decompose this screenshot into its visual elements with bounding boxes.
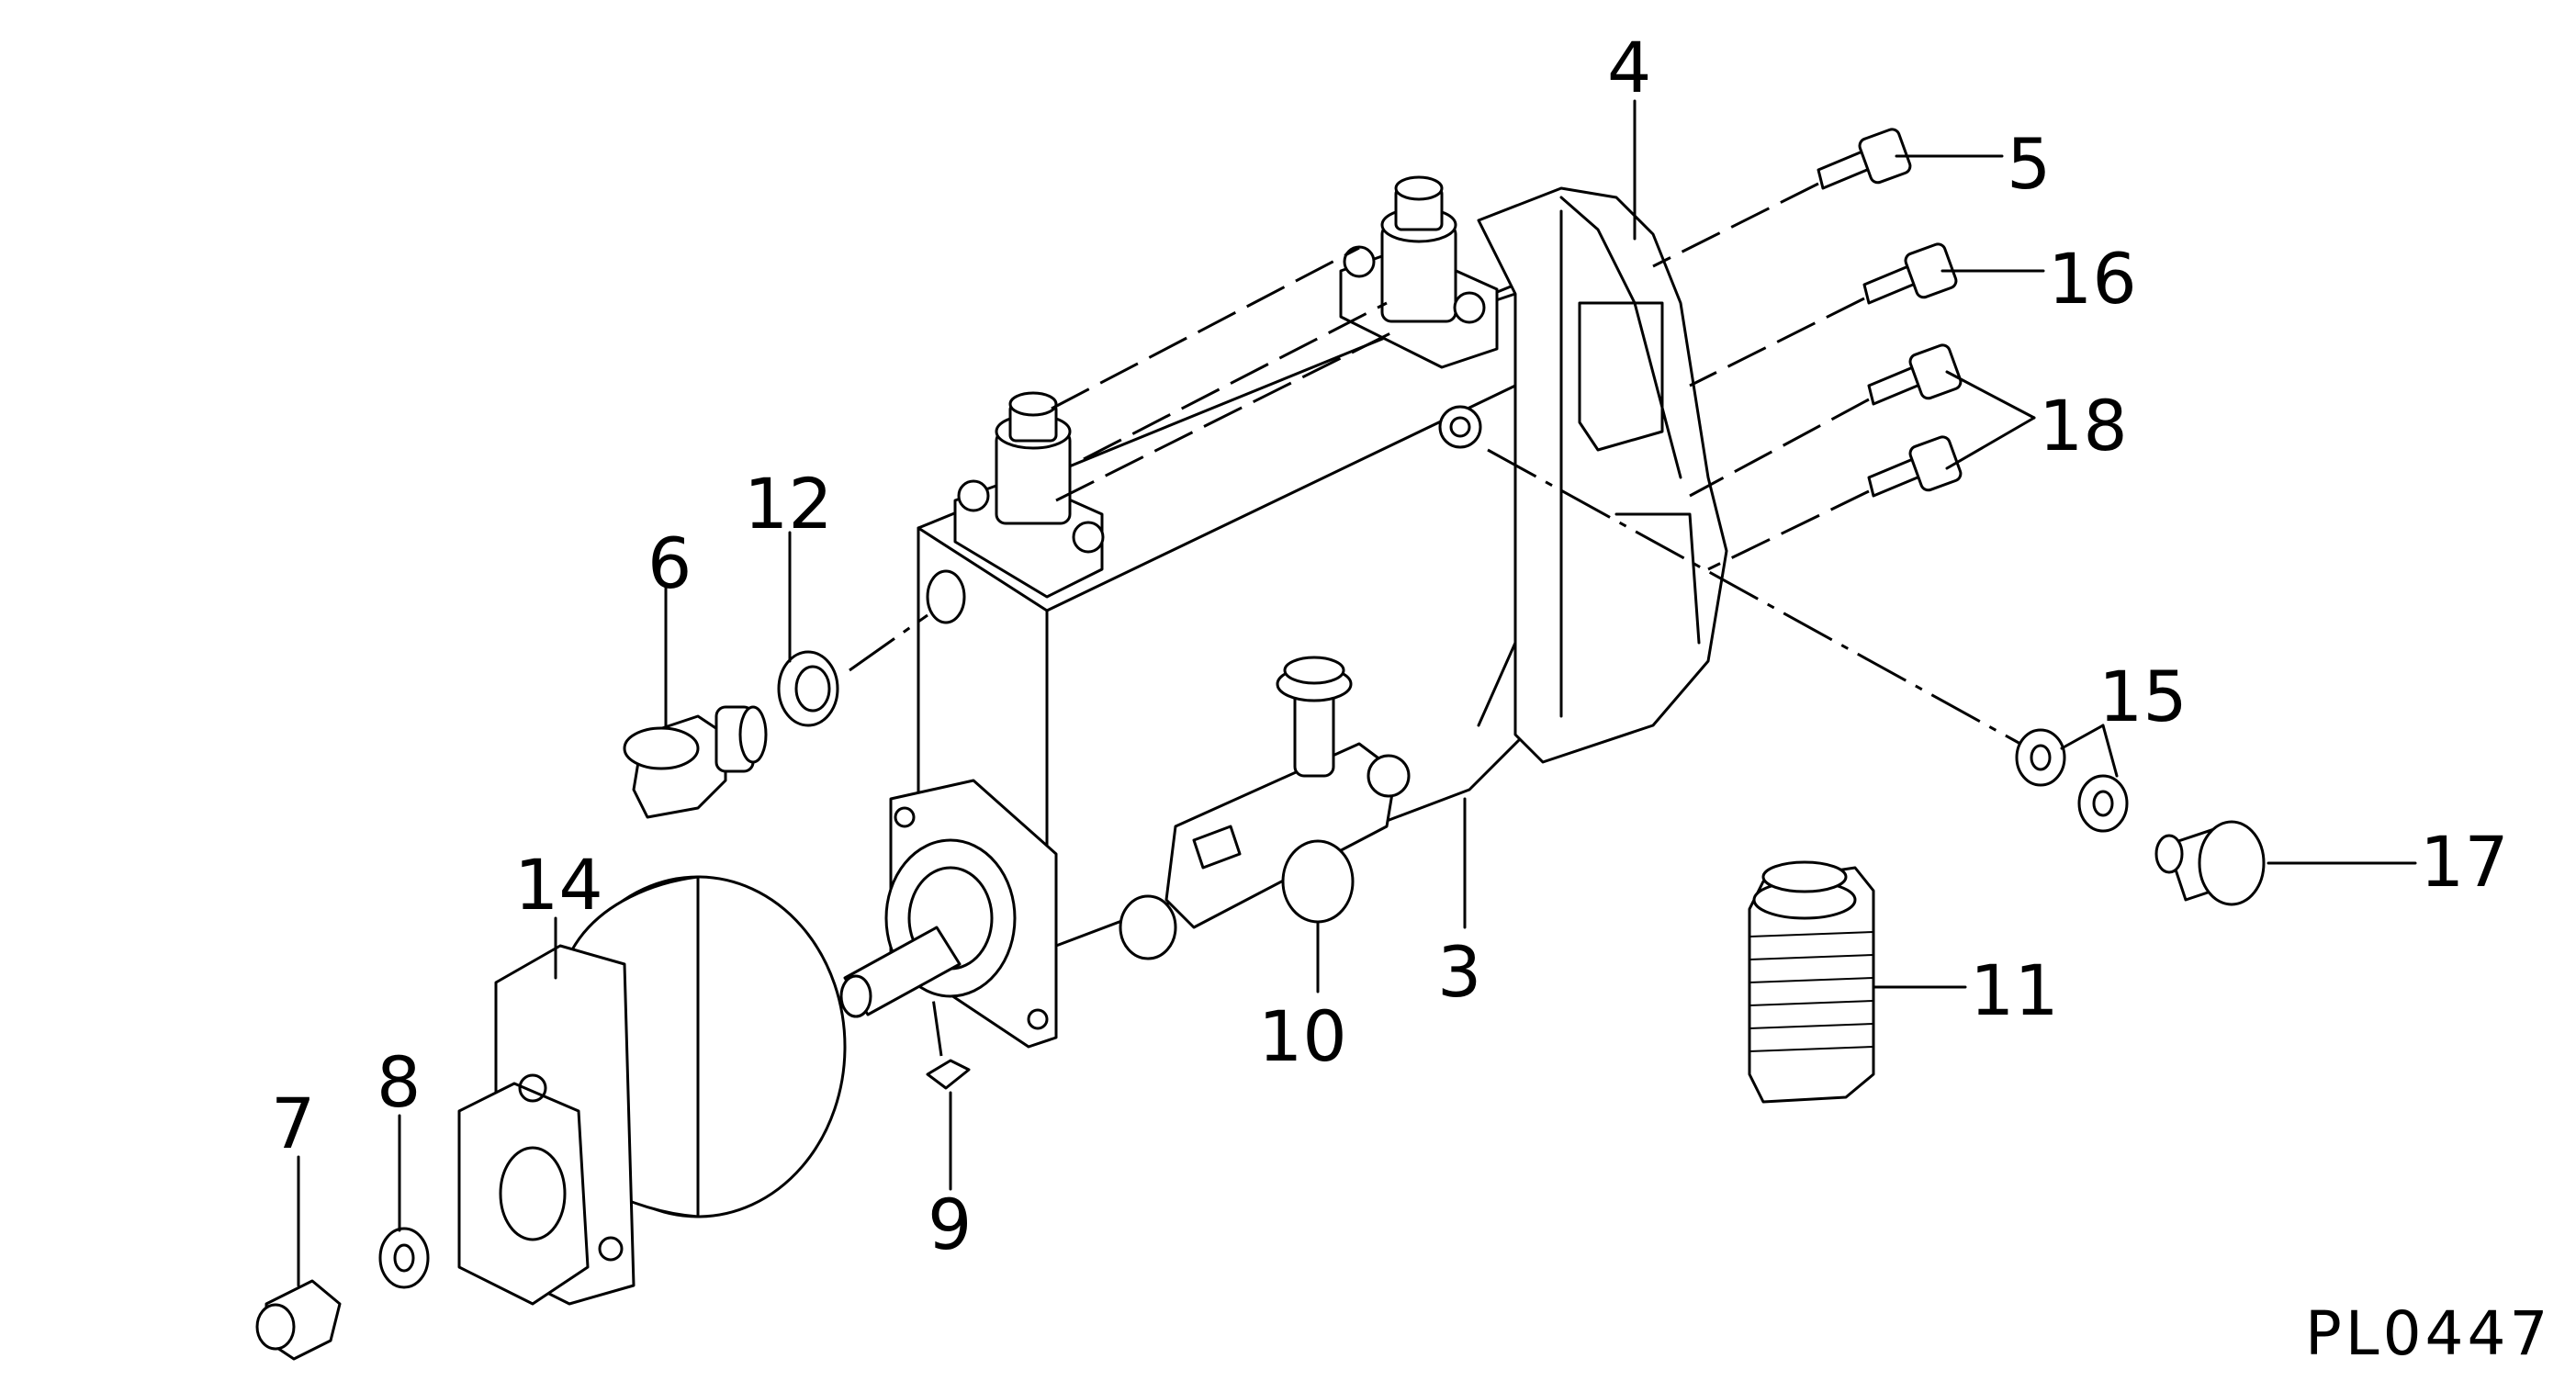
part-11-filter [1748,860,1875,1104]
callout-7: 7 [271,1083,315,1164]
callout-6: 6 [647,522,692,604]
callout-16: 17 [2420,821,2509,903]
part-15-washer-a [2015,728,2066,787]
callout-5: 5 [2007,123,2051,205]
part-8-washer [378,1227,430,1289]
callout-12: 12 [744,463,833,544]
governor-housing [1477,186,1728,764]
guide-line-15 [1487,448,2021,746]
callout-9: 9 [928,1184,972,1265]
part-12-washer [777,650,839,727]
callout-18: 18 [2039,385,2128,466]
part-6-plug [623,705,768,819]
part-18-bolt-upper [1867,343,1963,406]
callout-3: 3 [1437,931,1481,1013]
callout-4: 4 [1607,27,1651,108]
part-15-washer-b [2077,774,2129,833]
part-18-bolt-lower [1867,435,1963,498]
leader-lines [297,99,2417,1287]
drawing-code: PL0447 [2305,1298,2552,1369]
callout-8: 8 [377,1041,421,1123]
delivery-valve-holder-front [953,391,1105,599]
feed-pump [1119,656,1411,960]
part-9-key [926,991,971,1090]
cylinder-guide-lines [1051,246,1397,502]
callout-15: 15 [2098,656,2188,737]
part-16-bolt [2154,820,2266,906]
bolt-guide-lines [1652,182,1870,571]
part-17-bolt [1862,242,1958,305]
part-7-pin [255,1279,342,1361]
callout-10: 10 [1258,995,1347,1077]
part-5-bolt [1817,128,1912,190]
callout-17: 16 [2048,238,2137,320]
camshaft-end [839,926,962,1018]
delivery-valve-holder-rear [1339,175,1499,369]
callout-11: 11 [1970,949,2059,1031]
callout-14: 14 [514,844,603,926]
part-14-coupling [457,875,847,1306]
callouts: 4 5 16 18 12 6 15 17 14 3 11 10 8 7 9 [271,27,2509,1265]
guide-line-12 [849,613,928,672]
